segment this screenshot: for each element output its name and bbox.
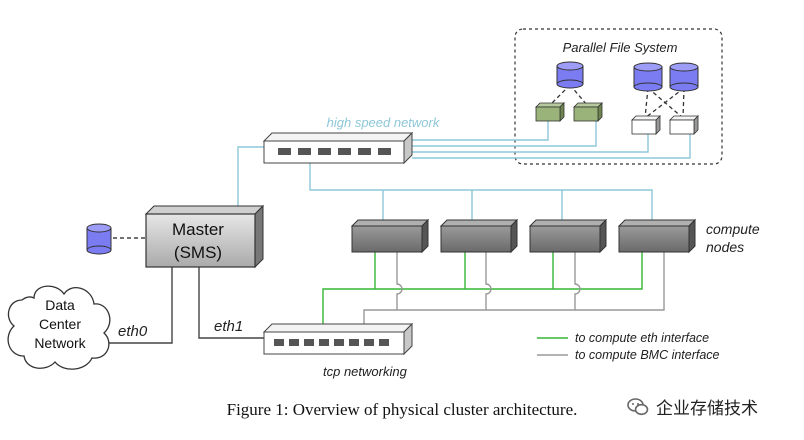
database-icon	[86, 223, 112, 255]
figure-caption: Figure 1: Overview of physical cluster a…	[226, 400, 578, 419]
dcn-label-3: Network	[34, 335, 86, 351]
compute-node-icon	[617, 218, 697, 254]
pfs-storage-2	[633, 62, 663, 92]
watermark-text: 企业存储技术	[656, 399, 758, 419]
pfs-server-3	[631, 115, 661, 135]
legend: to compute eth interface to compute BMC …	[537, 331, 720, 362]
pfs-storage-1	[556, 61, 584, 89]
master-links	[92, 237, 264, 344]
dcn-label-1: Data	[45, 297, 75, 313]
high-speed-switch-icon	[262, 131, 414, 165]
cloud-icon	[7, 285, 111, 370]
eth-links	[322, 252, 643, 330]
legend-bmc-label: to compute BMC interface	[575, 348, 720, 362]
eth0-label: eth0	[118, 323, 148, 340]
tcp-networking-label: tcp networking	[323, 364, 408, 379]
bmc-links	[363, 252, 665, 330]
high-speed-links	[237, 121, 691, 222]
compute-nodes-label-1: compute	[706, 221, 760, 237]
compute-node-icon	[350, 218, 430, 254]
pfs-storage-3	[669, 62, 699, 92]
pfs-server-2	[573, 102, 603, 122]
eth1-label: eth1	[214, 318, 243, 335]
high-speed-network-label: high speed network	[327, 115, 441, 130]
watermark: 企业存储技术	[626, 394, 758, 419]
wechat-icon	[627, 397, 649, 415]
master-server	[144, 204, 265, 269]
master-label-1: Master	[172, 220, 224, 239]
master-label-2: (SMS)	[174, 243, 222, 262]
tcp-switch-icon	[262, 322, 414, 356]
legend-eth-label: to compute eth interface	[575, 331, 709, 345]
parallel-fs-label: Parallel File System	[563, 40, 678, 55]
pfs-server-4	[669, 115, 699, 135]
pfs-server-1	[535, 102, 565, 122]
compute-node-icon	[439, 218, 519, 254]
pfs-internal-links	[549, 84, 685, 119]
compute-node-icon	[528, 218, 608, 254]
compute-nodes-label-2: nodes	[706, 239, 744, 255]
dcn-label-2: Center	[39, 316, 81, 332]
